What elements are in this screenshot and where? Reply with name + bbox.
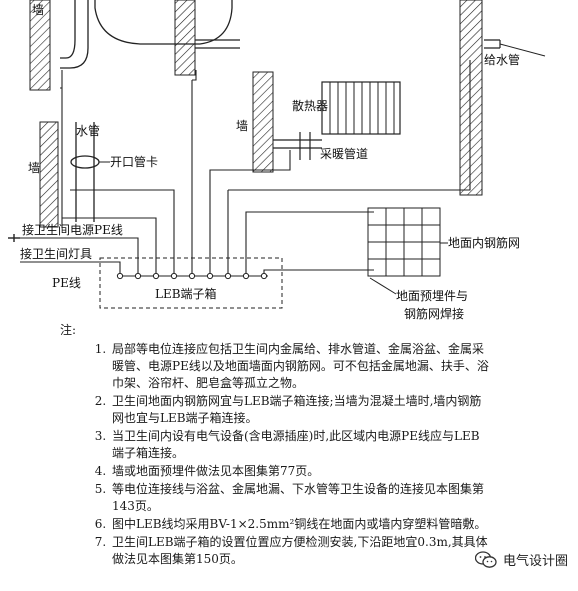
wall-radiator — [252, 71, 274, 173]
wall-top-left — [29, 0, 51, 91]
wall-right — [459, 0, 483, 196]
drain-pipe — [60, 0, 89, 69]
watermark-text: 电气设计圈 — [502, 554, 568, 569]
equipotential-bonding-diagram: 给水管 散热器 采暖管道 墙 水管 开口管卡 墙 墙 地面内钢筋网 地面预埋件与… — [8, 0, 546, 321]
note-item: 图中LEB线均采用BV-1×2.5mm²铜线在地面内或墙内穿塑料管暗敷。 — [110, 516, 490, 533]
notes-heading: 注: — [60, 323, 77, 337]
pe-line-label: 接卫生间电源PE线 — [22, 222, 123, 237]
open-pipe-clamp — [70, 155, 100, 169]
radiator — [321, 81, 401, 135]
water-supply-pipe — [484, 39, 501, 49]
heating-pipe-label: 采暖管道 — [320, 146, 368, 161]
floor-steel-mesh — [367, 207, 441, 277]
heating-pipe — [273, 132, 322, 160]
wall-label-top-left: 墙 — [32, 3, 44, 17]
notes-list: 局部等电位连接应包括卫生间内金属给、排水管道、金属浴盆、金属采暖管、电源PE线以… — [50, 341, 490, 568]
radiator-label: 散热器 — [292, 98, 328, 113]
lamp-pe-label-line2: PE线 — [52, 276, 81, 290]
top-middle-pipe — [195, 39, 240, 49]
note-item: 卫生间LEB端子箱的设置位置应方便检测安装,下沿距地宜0.3m,其具体做法见本图… — [110, 534, 490, 568]
wall-water-pipe — [39, 121, 59, 228]
note-item: 墙或地面预埋件做法见本图集第77页。 — [110, 463, 490, 480]
leb-box — [99, 257, 283, 309]
basin-outline — [94, 0, 233, 45]
wall-label-radiator: 墙 — [236, 119, 248, 133]
water-supply-label: 给水管 — [484, 52, 520, 67]
note-item: 卫生间地面内钢筋网宜与LEB端子箱连接;当墙为混凝土墙时,墙内钢筋网也宜与LEB… — [110, 393, 490, 427]
floor-mesh-label: 地面内钢筋网 — [448, 235, 520, 250]
embedded-leader — [369, 277, 397, 295]
water-supply-leader — [499, 43, 546, 57]
wall-top-middle — [174, 0, 196, 76]
pe-ground-symbol — [8, 234, 20, 242]
open-pipe-clamp-label: 开口管卡 — [110, 154, 158, 169]
note-item: 当卫生间内设有电气设备(含电源插座)时,此区域内电源PE线应与LEB端子箱连接。 — [110, 428, 490, 462]
water-pipe-label: 水管 — [76, 123, 100, 138]
note-item: 局部等电位连接应包括卫生间内金属给、排水管道、金属浴盆、金属采暖管、电源PE线以… — [110, 341, 490, 392]
leb-box-label: LEB端子箱 — [155, 286, 217, 301]
wall-label-left: 墙 — [28, 161, 40, 175]
embedded-label-line1: 地面预埋件与 — [396, 289, 468, 303]
note-item: 等电位连接线与浴盆、金属地漏、下水管等卫生设备的连接见本图集第143页。 — [110, 481, 490, 515]
wechat-icon — [474, 550, 497, 568]
water-pipe — [75, 122, 95, 222]
notes-section: 注: 局部等电位连接应包括卫生间内金属给、排水管道、金属浴盆、金属采暖管、电源P… — [50, 322, 490, 569]
embedded-label-line2: 钢筋网焊接 — [404, 306, 464, 321]
watermark: 电气设计圈 — [474, 550, 568, 569]
leb-terminals — [116, 272, 268, 280]
bonding-conductors — [20, 60, 471, 273]
lamp-pe-label-line1: 接卫生间灯具 — [20, 246, 92, 261]
